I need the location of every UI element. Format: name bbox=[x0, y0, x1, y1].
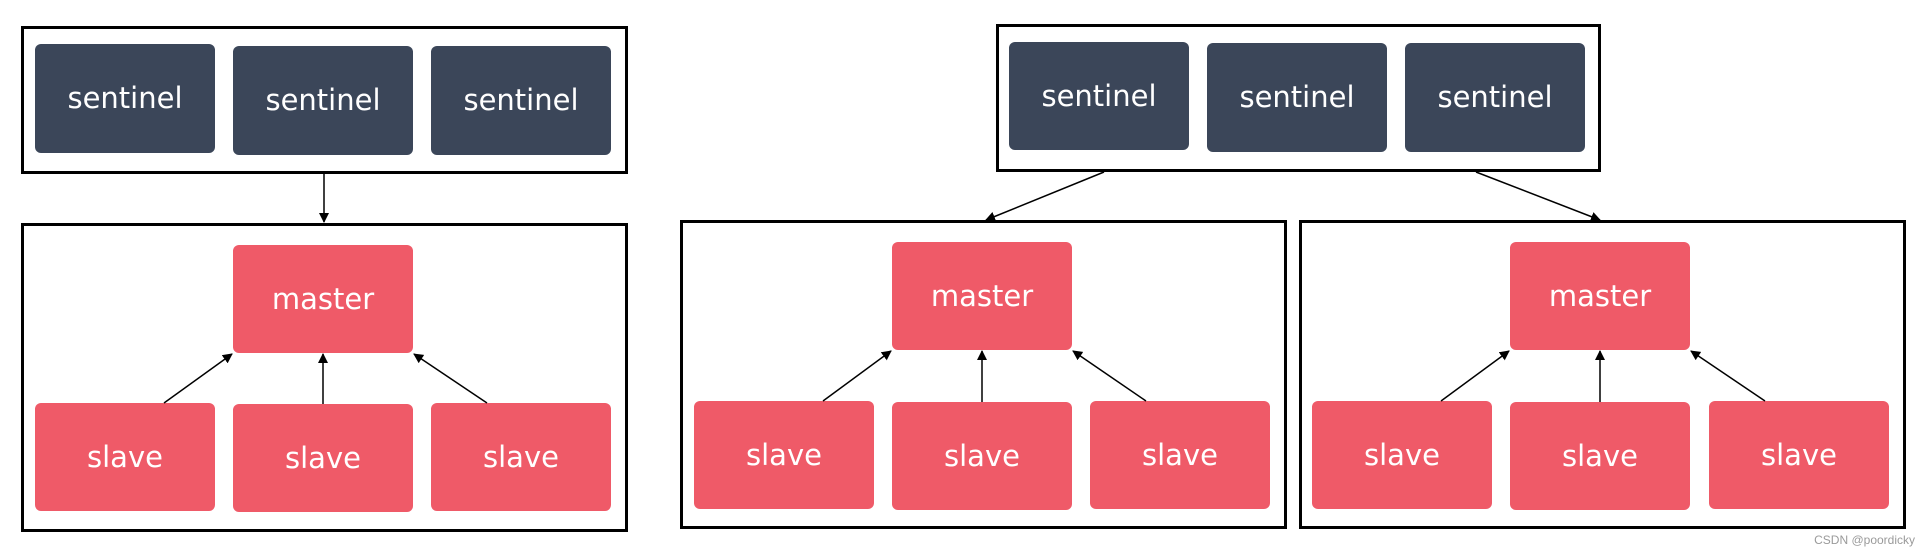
watermark: CSDN @poordicky bbox=[1814, 533, 1915, 547]
sentinel-node: sentinel bbox=[431, 46, 611, 155]
slave-node: slave bbox=[1709, 401, 1889, 509]
master-node: master bbox=[233, 245, 413, 353]
slave-node: slave bbox=[694, 401, 874, 509]
slave-node: slave bbox=[431, 403, 611, 511]
slave-node: slave bbox=[35, 403, 215, 511]
slave-node: slave bbox=[1510, 402, 1690, 510]
master-node: master bbox=[1510, 242, 1690, 350]
sentinel-to-master-arrow bbox=[985, 171, 1105, 222]
sentinel-node: sentinel bbox=[1405, 43, 1585, 152]
slave-node: slave bbox=[892, 402, 1072, 510]
sentinel-node: sentinel bbox=[233, 46, 413, 155]
sentinel-to-master-arrow bbox=[1475, 171, 1601, 222]
sentinel-node: sentinel bbox=[1009, 42, 1189, 150]
master-node: master bbox=[892, 242, 1072, 350]
slave-node: slave bbox=[1090, 401, 1270, 509]
slave-node: slave bbox=[233, 404, 413, 512]
sentinel-node: sentinel bbox=[1207, 43, 1387, 152]
slave-node: slave bbox=[1312, 401, 1492, 509]
sentinel-node: sentinel bbox=[35, 44, 215, 153]
